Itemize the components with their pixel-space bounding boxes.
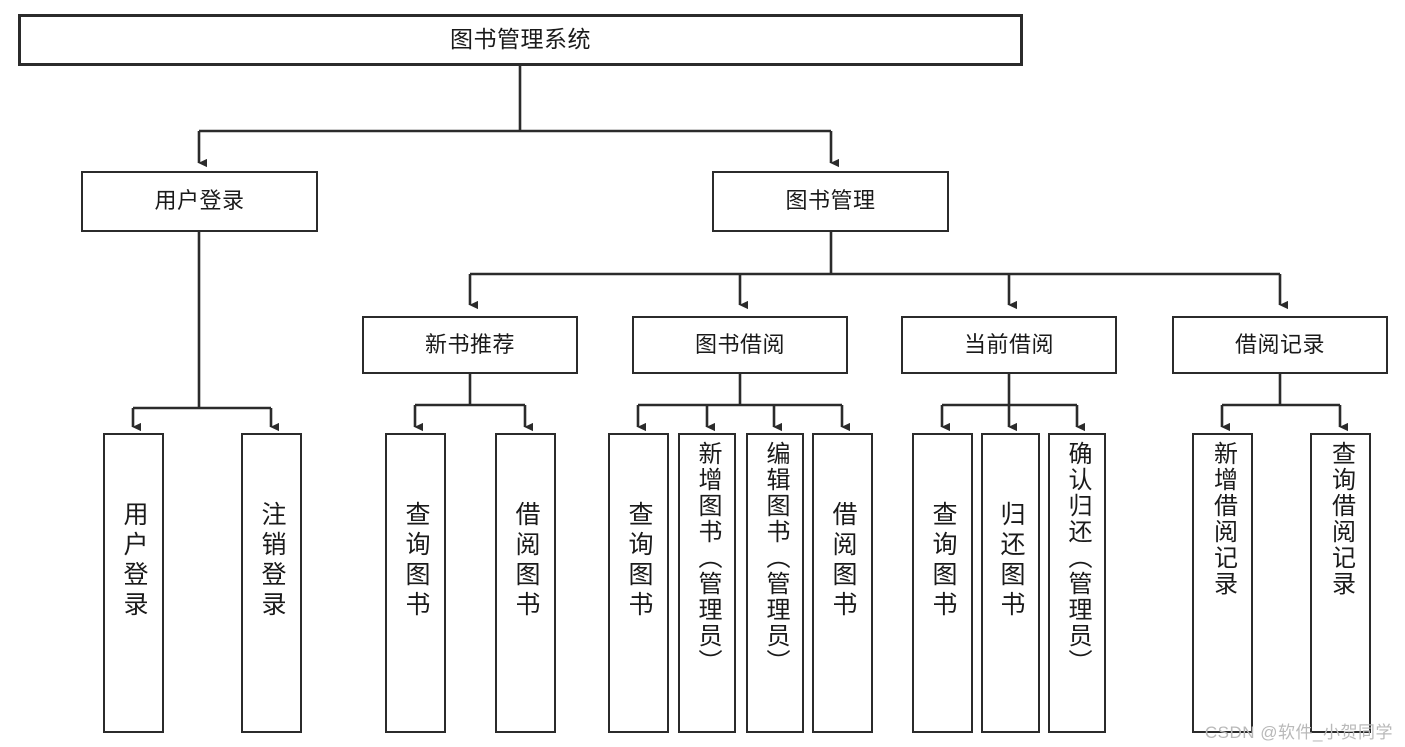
- leaf-add-book-admin[interactable]: 新增图书（管理员）: [678, 433, 736, 733]
- node-label: 借阅图书: [829, 501, 857, 621]
- node-label: 当前借阅: [963, 331, 1054, 357]
- leaf-return-book[interactable]: 归还图书: [981, 433, 1040, 733]
- node-label: 查询借阅记录: [1327, 441, 1355, 597]
- leaf-query-book-recommend[interactable]: 查询图书: [385, 433, 446, 733]
- leaf-query-book-borrow[interactable]: 查询图书: [608, 433, 669, 733]
- node-label: 用户登录: [120, 501, 148, 621]
- node-label: 图书借阅: [694, 331, 785, 357]
- node-label: 查询图书: [625, 501, 653, 621]
- leaf-logout[interactable]: 注销登录: [241, 433, 302, 733]
- node-new-book-recommend[interactable]: 新书推荐: [362, 316, 578, 374]
- node-label: 新增借阅记录: [1209, 441, 1237, 597]
- node-label: 编辑图书（管理员）: [761, 441, 789, 675]
- node-label: 查询图书: [929, 501, 957, 621]
- node-label: 用户登录: [154, 188, 245, 214]
- leaf-user-login[interactable]: 用户登录: [103, 433, 164, 733]
- node-label: 图书管理: [785, 188, 876, 214]
- leaf-query-book-current[interactable]: 查询图书: [912, 433, 973, 733]
- node-root-system[interactable]: 图书管理系统: [18, 14, 1023, 66]
- leaf-add-borrow-record[interactable]: 新增借阅记录: [1192, 433, 1253, 733]
- node-label: 借阅图书: [512, 501, 540, 621]
- leaf-borrow-book[interactable]: 借阅图书: [812, 433, 873, 733]
- node-label: 新增图书（管理员）: [693, 441, 721, 675]
- node-label: 确认归还（管理员）: [1063, 441, 1091, 675]
- leaf-confirm-return-admin[interactable]: 确认归还（管理员）: [1048, 433, 1106, 733]
- node-label: 图书管理系统: [450, 26, 591, 53]
- node-borrow-records[interactable]: 借阅记录: [1172, 316, 1388, 374]
- node-label: 归还图书: [997, 501, 1025, 621]
- node-label: 查询图书: [402, 501, 430, 621]
- node-book-borrow[interactable]: 图书借阅: [632, 316, 848, 374]
- leaf-borrow-book-recommend[interactable]: 借阅图书: [495, 433, 556, 733]
- csdn-watermark: CSDN @软件_小贺同学: [1204, 723, 1393, 742]
- node-label: 借阅记录: [1234, 331, 1325, 357]
- node-book-management[interactable]: 图书管理: [712, 171, 949, 232]
- node-label: 新书推荐: [424, 331, 515, 357]
- node-current-borrow[interactable]: 当前借阅: [901, 316, 1117, 374]
- node-label: 注销登录: [258, 501, 286, 621]
- leaf-query-borrow-record[interactable]: 查询借阅记录: [1310, 433, 1371, 733]
- node-user-login[interactable]: 用户登录: [81, 171, 318, 232]
- leaf-edit-book-admin[interactable]: 编辑图书（管理员）: [746, 433, 804, 733]
